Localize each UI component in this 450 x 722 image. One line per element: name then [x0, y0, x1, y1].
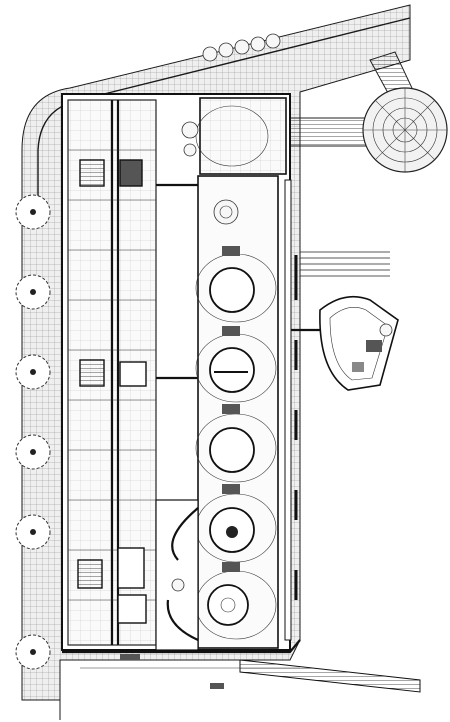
service-cores — [77, 159, 147, 624]
tree — [15, 274, 51, 310]
round-room — [195, 404, 277, 483]
tree — [15, 634, 51, 670]
tree — [15, 354, 51, 390]
east-facade — [284, 179, 390, 641]
tree — [15, 434, 51, 470]
planters-top — [202, 33, 281, 62]
round-plaza — [362, 87, 448, 173]
connectors — [156, 183, 198, 380]
round-room — [195, 246, 277, 323]
round-room — [195, 326, 277, 403]
stair-core — [79, 159, 143, 187]
tree — [15, 514, 51, 550]
stair-core — [77, 547, 147, 624]
stair-core — [79, 359, 147, 387]
entrance-lobby — [155, 499, 199, 651]
circular-hall — [181, 97, 287, 649]
south-boundary — [62, 639, 301, 654]
round-room — [195, 484, 277, 563]
trees-left — [15, 194, 51, 670]
access-ramp — [59, 654, 421, 720]
tree — [15, 194, 51, 230]
annex-pavilion — [291, 295, 399, 391]
